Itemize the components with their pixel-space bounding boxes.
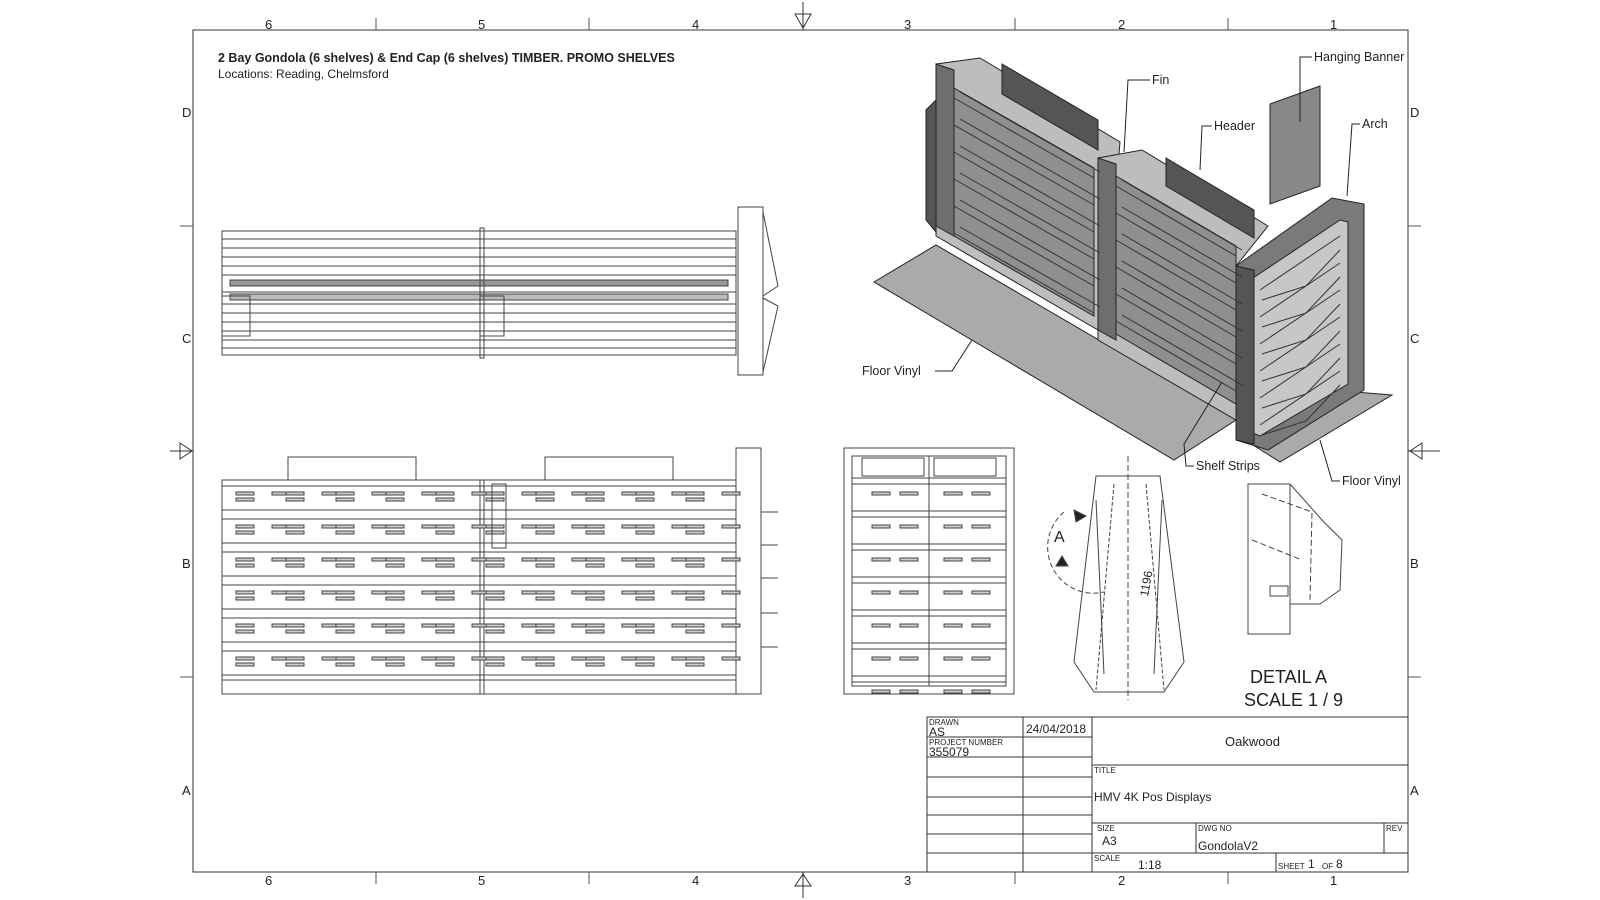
zone-bottom-3: 3 [904, 873, 911, 888]
detail-dimension: 1196 [1137, 569, 1155, 597]
size-value: A3 [1102, 834, 1117, 848]
callout-header: Header [1214, 119, 1255, 133]
zone-right-c: C [1410, 331, 1419, 346]
drawn-value: AS [929, 725, 945, 739]
zone-right-d: D [1410, 105, 1419, 120]
callout-floor-vinyl-right: Floor Vinyl [1342, 474, 1401, 488]
hanging-banner [1269, 85, 1321, 205]
zone-bottom-1: 1 [1330, 873, 1337, 888]
drawn-date: 24/04/2018 [1026, 722, 1086, 736]
zone-left-d: D [182, 105, 191, 120]
zone-labels: 6 5 4 3 2 1 6 5 4 3 2 1 D C B A D C B A [182, 17, 1419, 888]
header-left [1001, 63, 1099, 151]
zone-ticks [180, 18, 1421, 884]
drawn-label: DRAWN [929, 718, 959, 727]
callout-arch: Arch [1362, 117, 1388, 131]
zone-bottom-4: 4 [692, 873, 699, 888]
sheet-title: 2 Bay Gondola (6 shelves) & End Cap (6 s… [218, 51, 675, 65]
callout-shelf-strips: Shelf Strips [1196, 459, 1260, 473]
callout-floor-vinyl-left: Floor Vinyl [862, 364, 921, 378]
zone-bottom-6: 6 [265, 873, 272, 888]
company-name: Oakwood [1225, 734, 1280, 749]
zone-top-1: 1 [1330, 17, 1337, 32]
of-value: 8 [1336, 857, 1343, 871]
zone-top-2: 2 [1118, 17, 1125, 32]
dwg-no-value: GondolaV2 [1198, 839, 1258, 853]
of-label: OF [1322, 862, 1333, 871]
end-elevation [843, 447, 1015, 695]
zone-left-a: A [182, 783, 191, 798]
detail-view-letter: A [1054, 529, 1065, 546]
project-number-value: 355079 [929, 745, 969, 759]
zone-top-4: 4 [692, 17, 699, 32]
title-block [926, 716, 1409, 873]
zone-bottom-5: 5 [478, 873, 485, 888]
zone-right-b: B [1410, 556, 1419, 571]
centering-marks [170, 2, 1440, 898]
scale-label: SCALE [1094, 854, 1120, 863]
zone-top-6: 6 [265, 17, 272, 32]
zone-bottom-2: 2 [1118, 873, 1125, 888]
dwg-no-label: DWG NO [1198, 824, 1232, 833]
sheet-value: 1 [1308, 857, 1315, 871]
size-label: SIZE [1097, 824, 1115, 833]
zone-right-a: A [1410, 783, 1419, 798]
fin-section [1047, 456, 1185, 700]
zone-top-3: 3 [904, 17, 911, 32]
front-elevation [221, 447, 778, 695]
detail-scale: SCALE 1 / 9 [1244, 690, 1343, 710]
sheet-locations: Locations: Reading, Chelmsford [218, 67, 389, 81]
zone-left-b: B [182, 556, 191, 571]
title-value: HMV 4K Pos Displays [1094, 790, 1211, 804]
zone-top-5: 5 [478, 17, 485, 32]
callout-hanging-banner: Hanging Banner [1314, 50, 1404, 64]
callout-labels: Fin Header Hanging Banner Arch Floor Vin… [862, 50, 1404, 488]
detail-a-view [1247, 483, 1343, 635]
title-label: TITLE [1094, 766, 1116, 775]
detail-caption: DETAIL A [1250, 667, 1327, 687]
sheet-label: SHEET [1278, 862, 1305, 871]
header-right [1165, 157, 1255, 239]
title-block-text: DRAWN AS 24/04/2018 PROJECT NUMBER 35507… [929, 718, 1403, 872]
zone-left-c: C [182, 331, 191, 346]
callout-fin: Fin [1152, 73, 1169, 87]
project-number-label: PROJECT NUMBER [929, 738, 1003, 747]
plan-view [221, 206, 779, 376]
isometric-view [873, 57, 1394, 463]
callout-leaders [935, 56, 1360, 482]
rev-label: REV [1386, 824, 1403, 833]
scale-value: 1:18 [1138, 858, 1162, 872]
